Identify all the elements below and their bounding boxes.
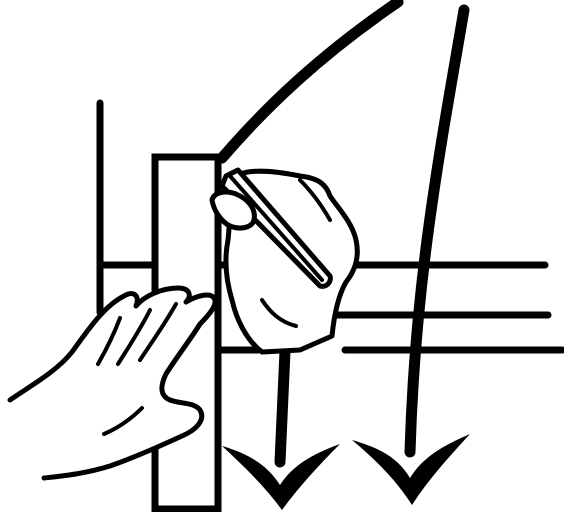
arrow-down-icon xyxy=(352,10,470,505)
hand-with-pen-icon xyxy=(212,170,357,352)
drawn-curve xyxy=(222,2,398,158)
